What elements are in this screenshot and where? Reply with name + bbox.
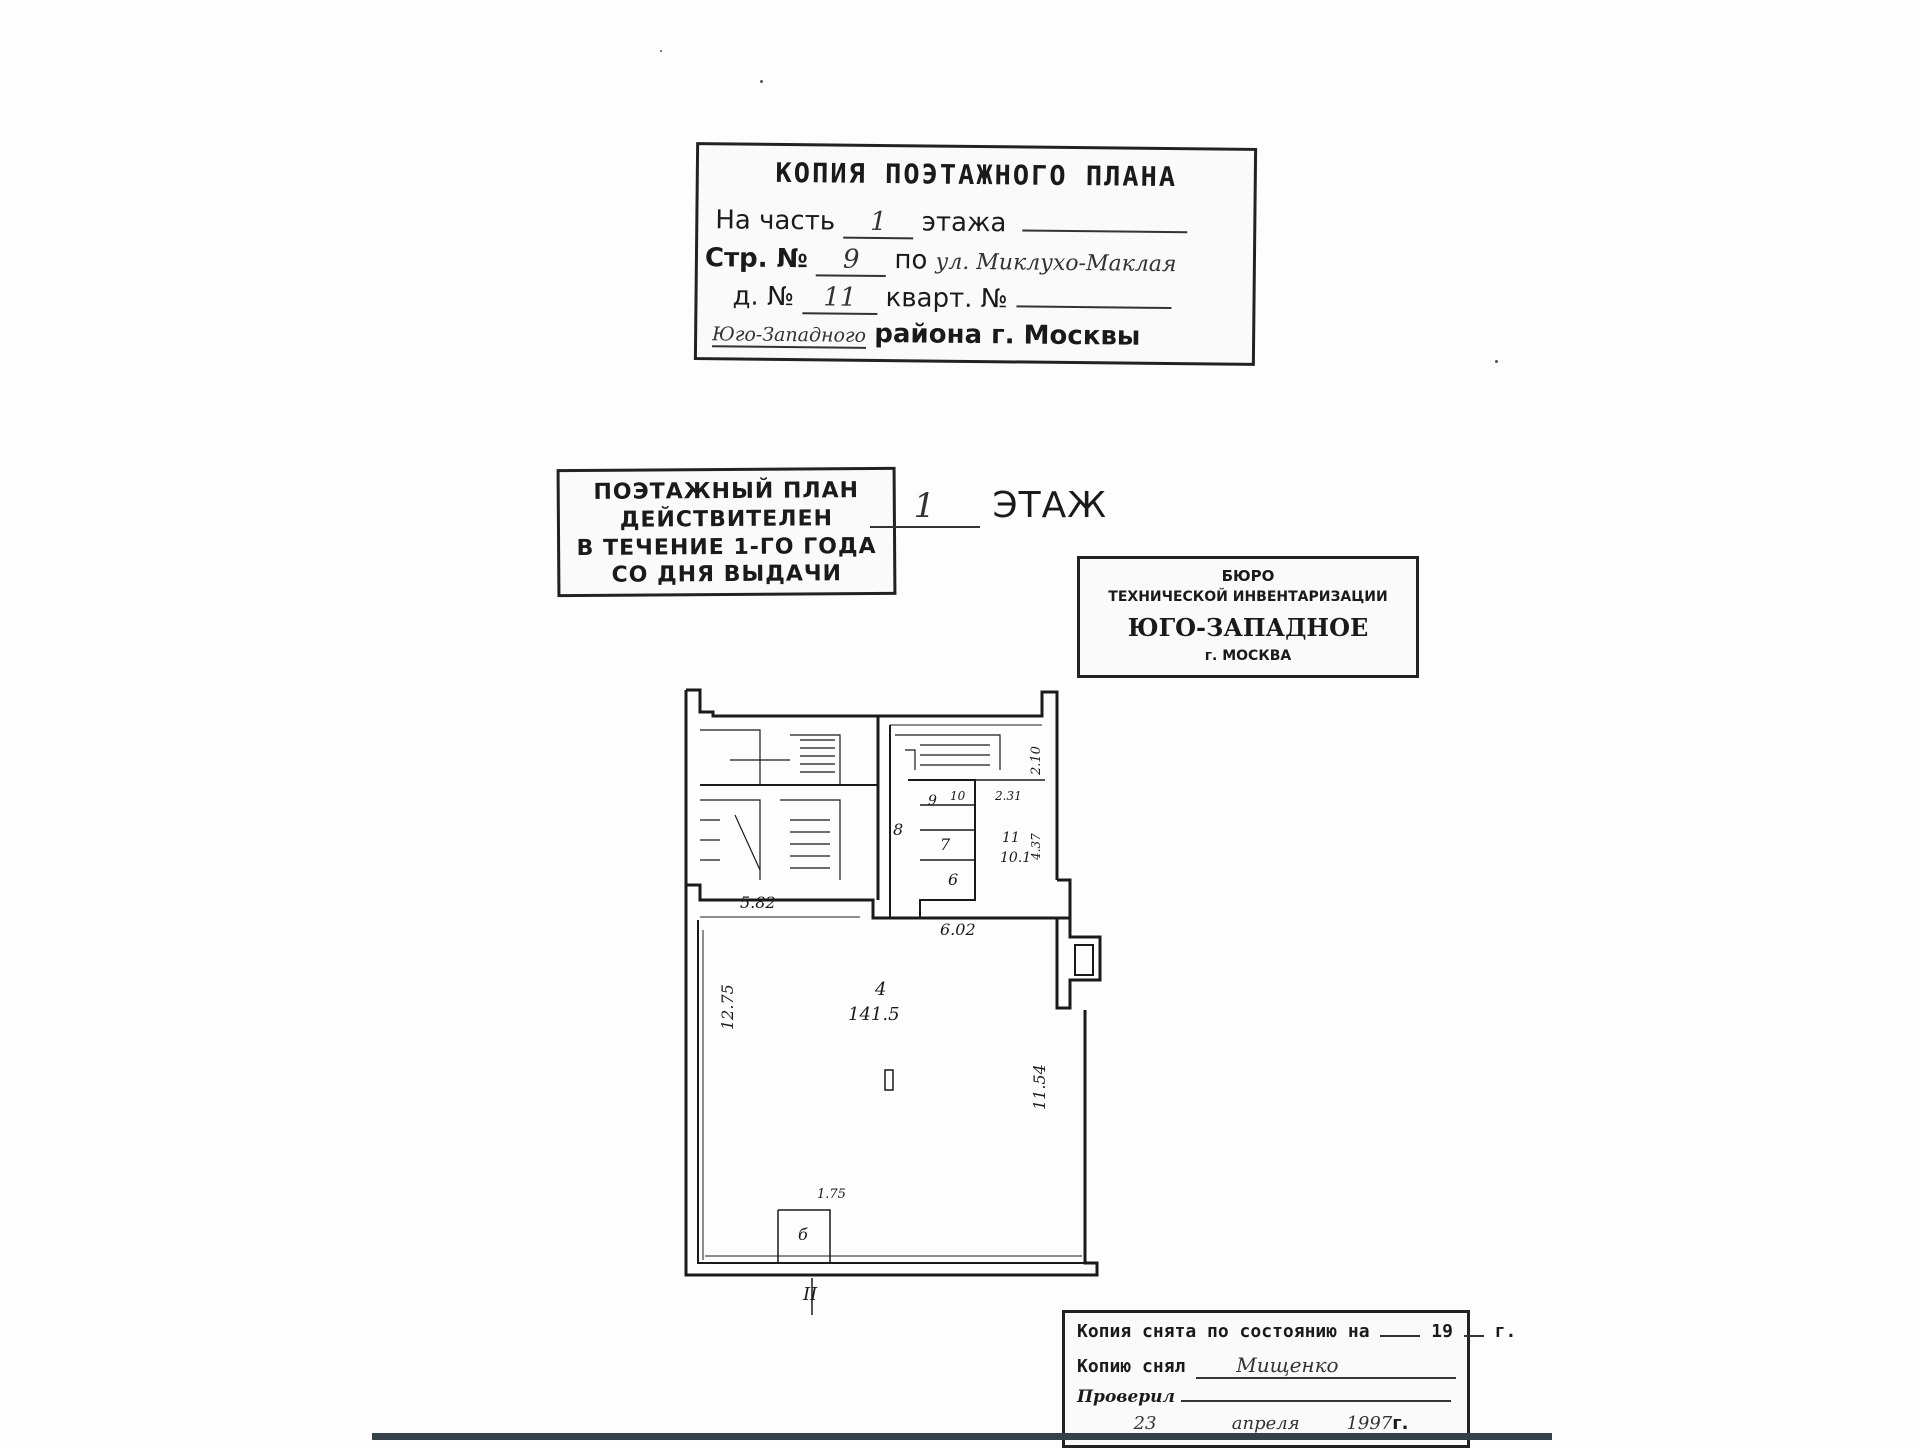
room-11-label: 11 [1002, 830, 1020, 846]
room-b-label: б [798, 1225, 808, 1244]
outer-wall [684, 690, 1099, 1277]
certification-full-year: 1997 [1346, 1413, 1393, 1434]
bti-line-3: ЮГО-ЗАПАДНОЕ [1127, 613, 1369, 642]
stair-hall-bottom [686, 883, 1057, 920]
room-11-area: 10.1 [1000, 850, 1031, 866]
right-column [1055, 878, 1102, 1010]
certification-year-blank [1463, 1335, 1484, 1337]
main-room-area: 141.5 [848, 1004, 900, 1025]
certification-line-2: Копию снял Мищенко [1077, 1353, 1457, 1379]
copy-certification-stamp: Копия снята по состоянию на 19 г. Копию … [1062, 1310, 1516, 1448]
room-b-walls [777, 1209, 831, 1263]
section-mark: II [802, 1284, 818, 1305]
floor-label: 1 ЭТАЖ [870, 485, 1107, 528]
room-6-label: 6 [948, 870, 958, 889]
staircase-left [700, 729, 841, 880]
bti-line-1: БЮРО [1221, 567, 1275, 585]
bottom-edge-bar [372, 1433, 1552, 1440]
room-7-label: 7 [940, 835, 951, 854]
room-10-label: 10 [950, 789, 966, 803]
column-inner [1074, 944, 1094, 976]
speck [1495, 360, 1498, 363]
top-left-wall [686, 688, 1059, 880]
dim-2-10: 2.10 [1029, 746, 1044, 776]
bti-stamp: БЮРО ТЕХНИЧЕСКОЙ ИНВЕНТАРИЗАЦИИ ЮГО-ЗАПА… [1077, 556, 1419, 678]
certification-year-suffix: г. [1494, 1321, 1517, 1342]
checked-by-prefix: Проверил [1077, 1387, 1175, 1407]
dim-small: 1.75 [817, 1187, 846, 1202]
certification-date-blank [1380, 1335, 1421, 1337]
certification-line-1: Копия снята по состоянию на 19 г. [1077, 1321, 1516, 1342]
copied-by-signature: Мищенко [1196, 1353, 1457, 1379]
toilet-block [908, 779, 976, 918]
speck [660, 50, 662, 52]
certification-year: 19 [1431, 1321, 1453, 1342]
dim-4-37: 4.37 [1029, 833, 1043, 861]
staircase-right [895, 734, 1001, 770]
bti-line-2: ТЕХНИЧЕСКОЙ ИНВЕНТАРИЗАЦИИ [1108, 589, 1388, 605]
main-room-number: 4 [874, 979, 886, 1000]
copied-by-prefix: Копию снял [1077, 1356, 1186, 1377]
room-9-label: 9 [928, 793, 937, 809]
dim-top-left: 5.82 [740, 893, 776, 912]
dim-right: 11.54 [1030, 1064, 1049, 1110]
certification-line-3: Проверил [1077, 1387, 1451, 1407]
dim-left: 12.75 [718, 984, 737, 1030]
center-marker [884, 1069, 894, 1091]
outer-wall-left-inner [697, 920, 1085, 1264]
floor-number: 1 [870, 486, 980, 528]
room-8-label: 8 [893, 820, 903, 839]
dim-top-right: 6.02 [940, 920, 976, 939]
bti-line-4: г. МОСКВА [1204, 648, 1292, 664]
checked-by-blank [1180, 1400, 1451, 1402]
certification-date-prefix: Копия снята по состоянию на [1077, 1321, 1370, 1342]
dim-2-31: 2.31 [994, 789, 1022, 803]
floor-word: ЭТАЖ [992, 485, 1107, 526]
certification-full-year-suffix: г. [1392, 1413, 1409, 1434]
speck [760, 80, 763, 83]
